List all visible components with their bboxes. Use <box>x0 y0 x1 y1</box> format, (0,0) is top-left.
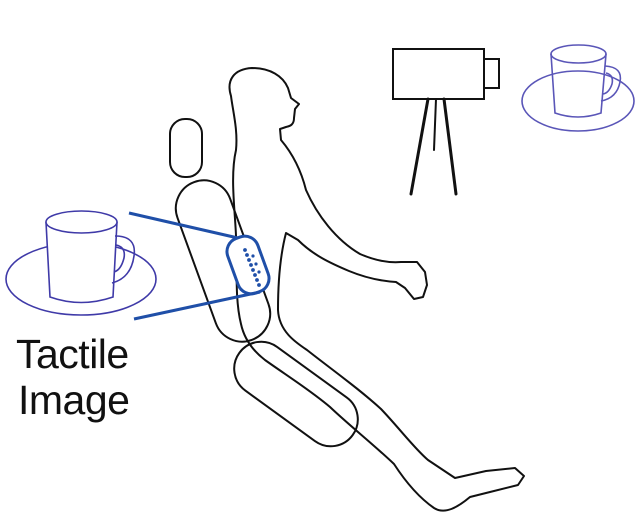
caption-line-2: Image <box>18 380 129 421</box>
cup-on-saucer-icon-left <box>6 211 156 315</box>
cup-left-body-icon <box>46 222 117 303</box>
cup-on-saucer-icon-right <box>522 45 634 131</box>
cup-right-rim-icon <box>551 45 606 63</box>
seat-chair-icon <box>168 119 369 457</box>
camera-icon <box>393 49 499 99</box>
seat-cushion-icon <box>223 331 368 457</box>
saucer-right-icon <box>522 71 634 131</box>
seat-headrest-icon <box>170 119 202 177</box>
caption-line-1: Tactile <box>16 334 129 375</box>
camera-body-icon <box>393 49 484 99</box>
cup-left-rim-icon <box>46 211 117 233</box>
person-icon <box>230 68 524 511</box>
camera-lens-icon <box>484 59 499 88</box>
tripod-icon <box>411 99 456 194</box>
